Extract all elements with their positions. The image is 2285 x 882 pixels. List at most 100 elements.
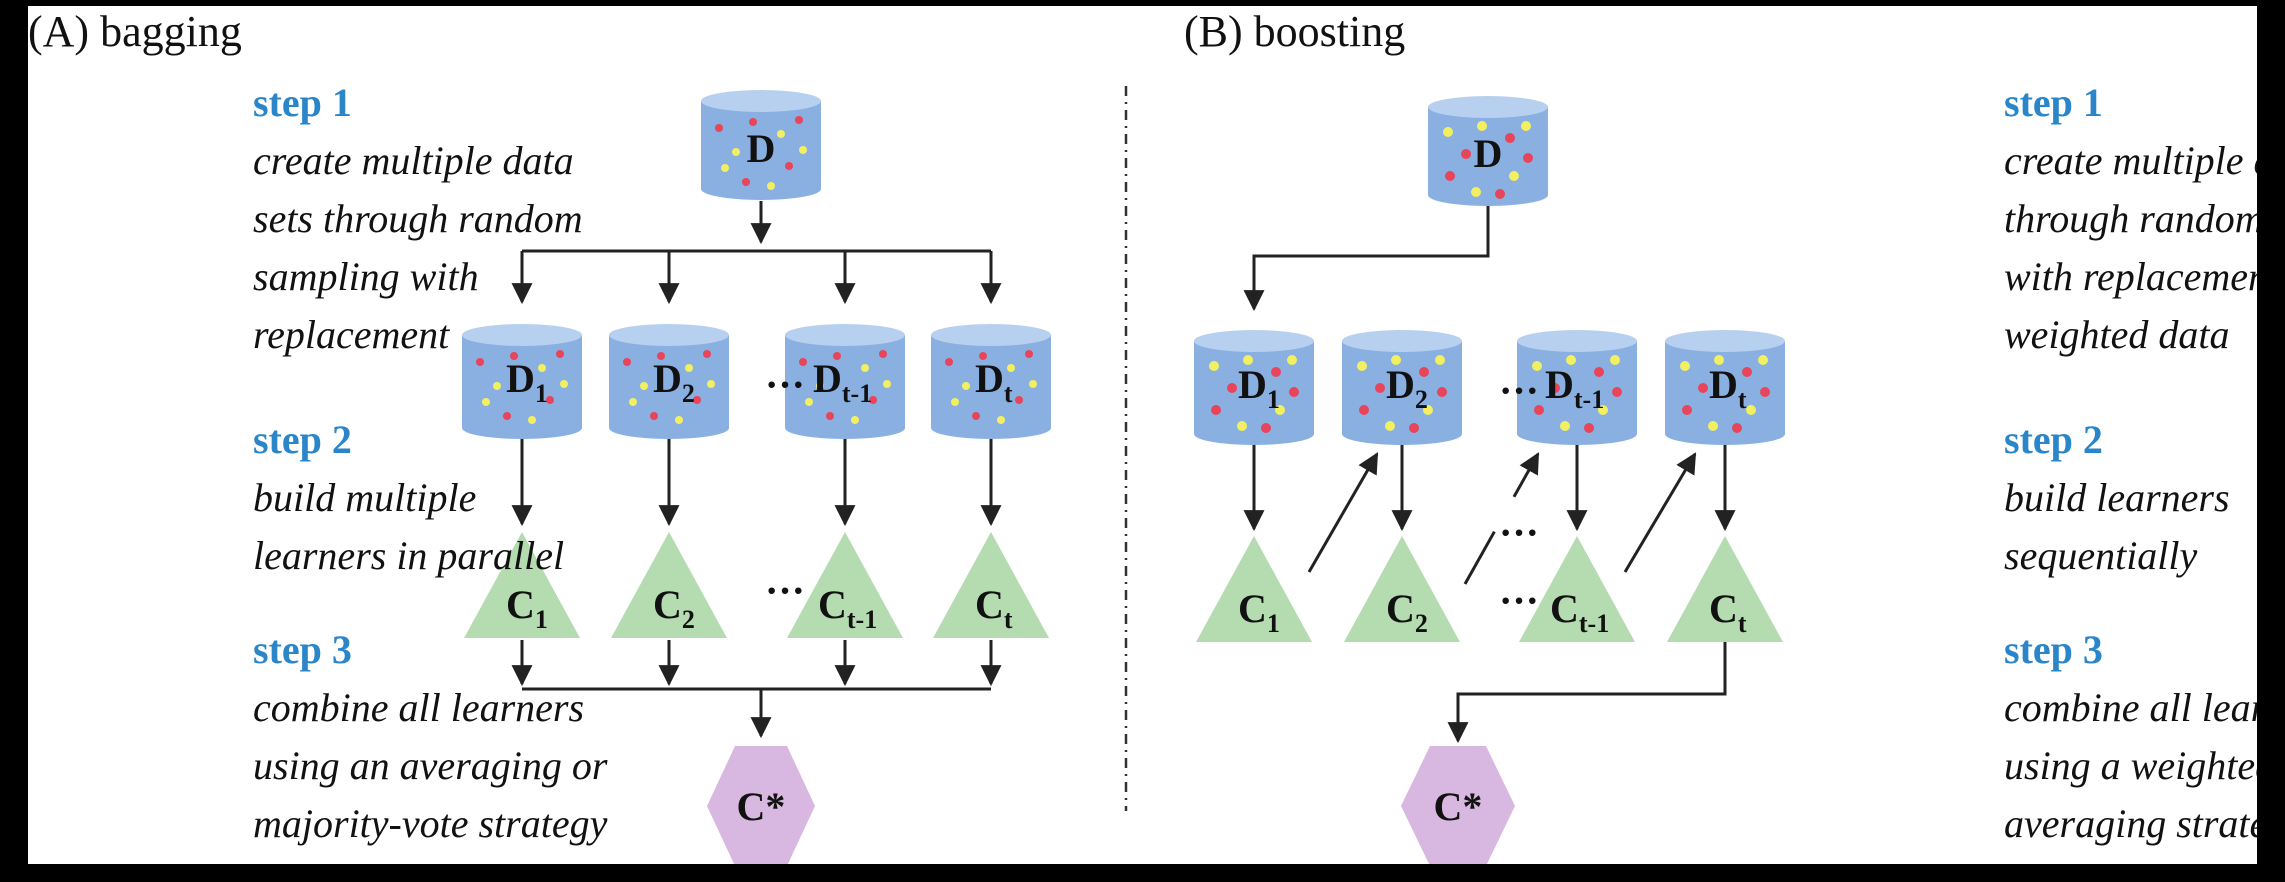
panel-b-mid-ellipsis: ··· (1499, 510, 1539, 555)
panel-a-step1-line4: replacement (253, 312, 450, 357)
learner-triangle (1519, 536, 1635, 642)
yellow-dot (528, 416, 536, 424)
cylinder-top (1665, 330, 1785, 352)
red-dot (1612, 387, 1622, 397)
cylinder-body (701, 101, 821, 200)
yellow-dot (1509, 171, 1519, 181)
red-dot (1523, 153, 1533, 163)
panel-b-step3-line2: using a weighted- (2004, 743, 2257, 788)
red-dot (1584, 423, 1594, 433)
red-dot (979, 352, 987, 360)
panel-b-step3-label: step 3 (2004, 627, 2103, 672)
red-dot (546, 396, 554, 404)
yellow-dot (1287, 355, 1297, 365)
red-dot (742, 178, 750, 186)
red-dot (972, 412, 980, 420)
yellow-dot (629, 398, 637, 406)
panel-a-step3-line3: majority-vote strategy (253, 801, 608, 846)
red-dot (785, 162, 793, 170)
panel-b-title: (B) boosting (1184, 7, 1405, 56)
panel-a-step1-label: step 1 (253, 80, 352, 125)
panel-a-ct-1-label: Ct-1 (818, 582, 877, 634)
panel-a-step2-line2: learners in parallel (253, 533, 564, 578)
red-dot (715, 124, 723, 132)
panel-a-step2-line1: build multiple (253, 475, 476, 520)
panel-b-dt-label: Dt (1709, 362, 1747, 414)
red-dot (503, 412, 511, 420)
learner-triangle (787, 532, 903, 638)
red-dot (1742, 367, 1752, 377)
yellow-dot (1385, 421, 1395, 431)
yellow-dot (962, 382, 970, 390)
panel-a-learner-ct (933, 532, 1049, 638)
red-dot (1732, 423, 1742, 433)
panel-b-subset-d1 (1194, 330, 1314, 445)
yellow-dot (767, 182, 775, 190)
yellow-dot (1357, 361, 1367, 371)
panel-b-subset-dt (1665, 330, 1785, 445)
red-dot (1211, 405, 1221, 415)
red-dot (476, 358, 484, 366)
learner-triangle (1667, 536, 1783, 642)
red-dot (1227, 383, 1237, 393)
panel-b-step1-line2: through random sampling (2004, 196, 2257, 241)
red-dot (869, 396, 877, 404)
red-dot (1289, 387, 1299, 397)
panel-b-subset-dt-1 (1517, 330, 1637, 445)
panel-a-ensemble-hexagon (707, 746, 815, 864)
panel-a-subset-d2 (609, 324, 729, 439)
red-dot (1760, 387, 1770, 397)
panel-a-c2-label: C2 (653, 582, 695, 634)
panel-b-learner-c1 (1196, 536, 1312, 642)
yellow-dot (1029, 380, 1037, 388)
panel-a-dt-label: Dt (975, 356, 1013, 408)
learner-triangle (611, 532, 727, 638)
cylinder-body (1665, 341, 1785, 445)
panel-a-d1-label: D1 (506, 356, 548, 408)
cylinder-body (1517, 341, 1637, 445)
yellow-dot (1443, 127, 1453, 137)
learner-triangle (933, 532, 1049, 638)
yellow-dot (883, 380, 891, 388)
learner-triangle (1344, 536, 1460, 642)
red-dot (879, 350, 887, 358)
red-dot (1445, 171, 1455, 181)
red-dot (623, 358, 631, 366)
cylinder-body (1194, 341, 1314, 445)
panel-b-c2-label: C2 (1386, 586, 1428, 638)
panel-b-ct-label: Ct (1709, 586, 1747, 638)
panel-a-title: (A) bagging (28, 7, 242, 56)
cylinder-top (1517, 330, 1637, 352)
panel-b-step2-line1: build learners (2004, 475, 2230, 520)
yellow-dot (997, 416, 1005, 424)
red-dot (556, 350, 564, 358)
yellow-dot (1758, 355, 1768, 365)
yellow-dot (560, 380, 568, 388)
yellow-dot (1423, 405, 1433, 415)
panel-b-d1-label: D1 (1238, 362, 1280, 414)
red-dot (1015, 396, 1023, 404)
yellow-dot (493, 382, 501, 390)
red-dot (657, 352, 665, 360)
red-dot (1550, 383, 1560, 393)
red-dot (945, 358, 953, 366)
cylinder-top (462, 324, 582, 346)
red-dot (1271, 367, 1281, 377)
panel-b-step1-line3: with replacement over (2004, 254, 2257, 299)
panel-a-d2-label: D2 (653, 356, 695, 408)
learner-triangle (1196, 536, 1312, 642)
yellow-dot (1566, 355, 1576, 365)
panel-b-step2-line2: sequentially (2004, 533, 2198, 578)
learner-triangle (464, 532, 580, 638)
cylinder-body (931, 335, 1051, 439)
panel-b-connectors (1243, 206, 1736, 744)
yellow-dot (1746, 405, 1756, 415)
yellow-dot (799, 146, 807, 154)
yellow-dot (675, 416, 683, 424)
red-dot (1409, 423, 1419, 433)
panel-b-d2-label: D2 (1386, 362, 1428, 414)
cylinder-top (1428, 96, 1548, 118)
yellow-dot (640, 382, 648, 390)
yellow-dot (951, 398, 959, 406)
panel-b-learner-ct-1 (1519, 536, 1635, 642)
